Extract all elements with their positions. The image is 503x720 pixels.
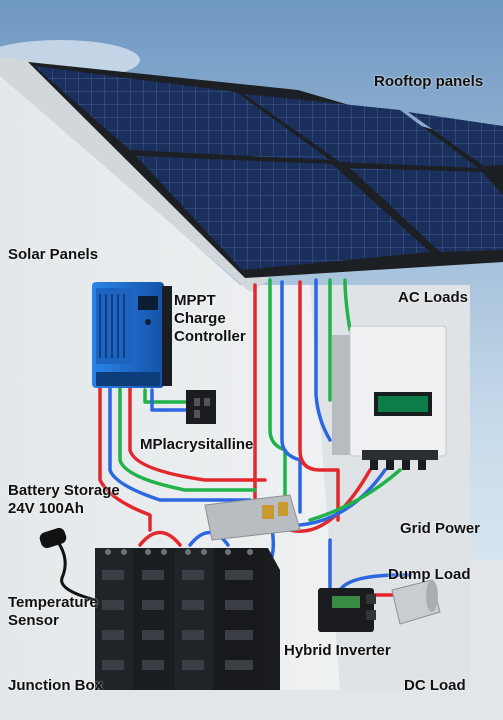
label-junction-box: Junction Box [8, 677, 104, 694]
label-solar-panels: Solar Panels [8, 246, 99, 263]
label-polycrystalline: MPlacrysitalline [140, 436, 254, 453]
label-ac-loads: AC Loads [398, 289, 469, 306]
hybrid-inverter-unit [318, 588, 376, 632]
breaker-box [186, 390, 216, 424]
label-battery-storage: Battery Storage 24V 100Ah [8, 482, 120, 518]
label-mppt-line3: Controller [174, 328, 246, 345]
label-battery-line2: 24V 100Ah [8, 500, 84, 517]
combiner-box [204, 494, 301, 541]
mppt-controller [92, 282, 172, 388]
solar-panels-left [34, 66, 430, 270]
wiring [98, 278, 412, 597]
battery-bank [95, 548, 280, 690]
label-rooftop-panels: Rooftop panels [374, 73, 484, 90]
label-mppt-line1: MPPT [174, 292, 216, 309]
label-dump-load: Dump Load [388, 566, 471, 583]
label-dc-load: DC Load [404, 677, 466, 694]
label-grid-power: Grid Power [400, 520, 481, 537]
solar-panels-right [244, 94, 503, 252]
label-temperature-line1: Temperature [8, 594, 98, 611]
label-temperature-sensor: Temperature Sensor [8, 594, 98, 630]
dump-load-unit [391, 579, 441, 625]
label-battery-line1: Battery Storage [8, 482, 120, 499]
label-hybrid-inverter: Hybrid Inverter [284, 642, 391, 659]
label-mppt-line2: Charge [174, 310, 226, 327]
inverter-unit [332, 325, 447, 470]
label-temperature-line2: Sensor [8, 612, 59, 629]
temperature-probe [39, 527, 96, 602]
label-mppt-charge-controller: MPPT Charge Controller [174, 292, 246, 346]
